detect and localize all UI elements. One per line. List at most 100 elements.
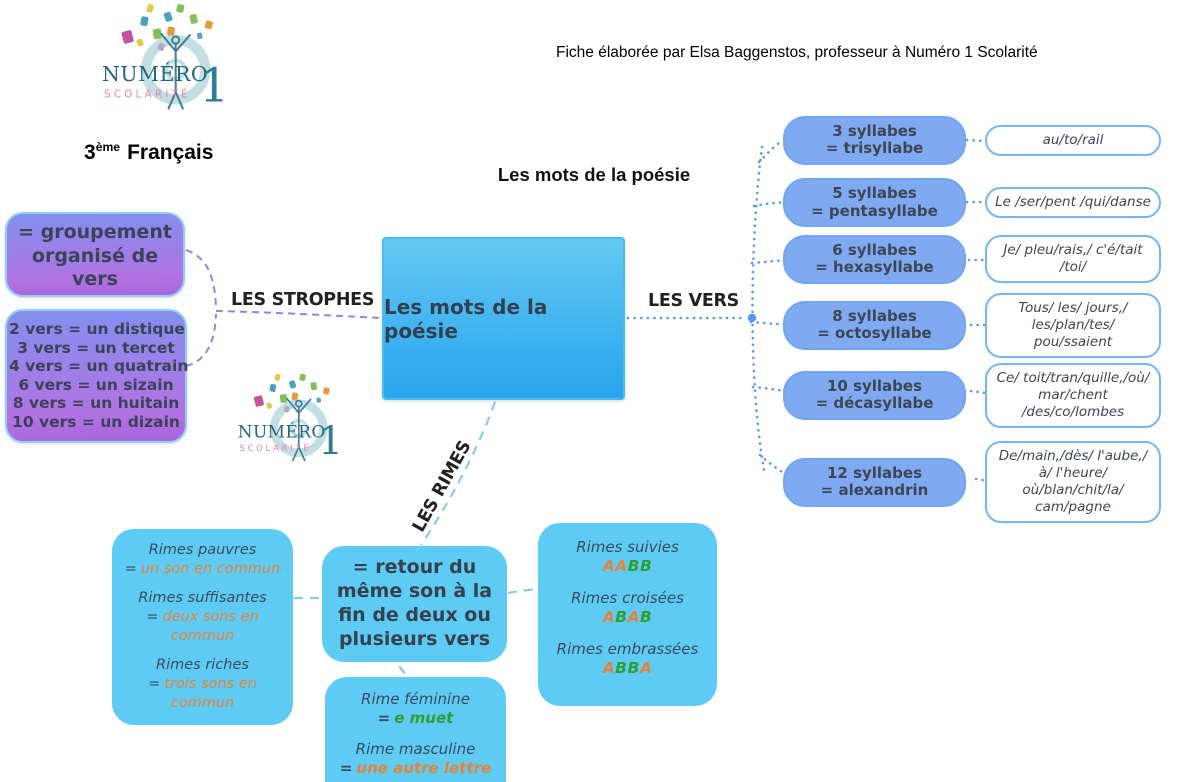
rime-quality: Rimes riches =trois sons en commun: [116, 656, 289, 713]
example-line: mar/chent: [1038, 386, 1108, 403]
rime-gender: Rime féminine=e muet: [329, 690, 502, 728]
logo-subtitle: SCOLARITÉ: [104, 87, 191, 100]
example-box: De/main,/dès/ l'aube,/à/ l'heure/où/blan…: [985, 441, 1161, 523]
confetti-icon: [253, 373, 330, 413]
strophe-count: 3 vers = un tercet: [17, 338, 175, 357]
syllable-name: = trisyllabe: [825, 139, 924, 157]
rimes-definition-box: = retour du même son à la fin de deux ou…: [322, 546, 507, 662]
rime-quality-value: =trois sons en commun: [148, 676, 257, 711]
syllable-name: = octosyllabe: [817, 324, 932, 342]
syllable-box: 5 syllabes= pentasyllabe: [783, 178, 966, 227]
strophe-count: 10 vers = un dizain: [12, 412, 180, 431]
vers-rows: 3 syllabes= trisyllabe au/to/rail 5 syllab…: [783, 0, 1182, 560]
central-topic-box: Les mots de la poésie: [382, 237, 625, 400]
stick-figure-icon: [160, 32, 192, 110]
course-level: 3: [84, 141, 96, 164]
syllable-box: 12 syllabes= alexandrin: [783, 457, 966, 507]
example-line: /des/co/lombes: [1021, 403, 1125, 420]
credit-line: Fiche élaborée par Elsa Baggenstos, prof…: [556, 44, 1038, 61]
vers-branch-label: LES VERS: [648, 291, 739, 311]
rime-quality-name: Rimes suffisantes: [138, 590, 267, 606]
syllable-name: = alexandrin: [820, 481, 929, 499]
rime-gender-value: =e muet: [377, 709, 454, 727]
numero1-logo-small: NUMÉRO 1 SCOLARITÉ: [238, 373, 343, 465]
strophes-branch-label: LES STROPHES: [231, 290, 375, 310]
rime-gender: Rime masculine=une autre lettre: [329, 740, 502, 778]
logo-wordmark: NUMÉRO: [102, 62, 208, 86]
syllable-box: 6 syllabes= hexasyllabe: [783, 234, 966, 284]
rime-quality-value: =un son en commun: [124, 561, 281, 577]
example-line: au/to/rail: [1042, 131, 1104, 148]
example-line: Tous/ les/ jours,/: [1018, 299, 1128, 316]
strophe-count: 8 vers = un huitain: [12, 394, 180, 413]
rime-quality: Rimes suffisantes =deux sons en commun: [116, 589, 289, 646]
rime-scheme-pattern: AABB: [602, 557, 653, 575]
page-title: Les mots de la poésie: [497, 164, 691, 185]
rime-gender-name: Rime féminine: [361, 690, 470, 708]
course-title: 3ème Français: [84, 140, 213, 165]
numero1-logo: NUMÉRO 1 SCOLARITÉ: [102, 4, 229, 113]
example-line: Le /ser/pent /qui/danse: [995, 194, 1151, 210]
logo-number: 1: [199, 58, 229, 113]
syllable-count: 10 syllabes: [826, 376, 923, 395]
example-line: Je/ pleu/rais,/ c'é/tait: [1003, 242, 1143, 258]
rime-quality: Rimes pauvres =un son en commun: [116, 541, 289, 579]
example-line: pou/ssaient: [1033, 333, 1113, 350]
syllable-name: = hexasyllabe: [815, 258, 934, 276]
rime-quality-value: =deux sons en commun: [146, 609, 259, 644]
syllable-box: 3 syllabes= trisyllabe: [783, 115, 966, 165]
rime-scheme-name: Rimes croisées: [571, 589, 684, 607]
strophes-definition-box: = groupement organisé de vers: [5, 212, 185, 297]
vers-row: 10 syllabes= décasyllabe Ce/ toit/tran/qu…: [783, 361, 1168, 429]
vers-row: 5 syllabes= pentasyllabe Le /ser/pent /qu…: [783, 178, 1168, 227]
example-box: Ce/ toit/tran/quille,/où/mar/chent/des/c…: [985, 362, 1161, 428]
vers-hub-dot: [747, 313, 757, 323]
syllable-name: = pentasyllabe: [811, 201, 938, 220]
rime-quality-name: Rimes riches: [156, 657, 249, 673]
vers-row: 8 syllabes= octosyllabe Tous/ les/ jours,…: [783, 289, 1168, 361]
syllable-count: 8 syllabes: [832, 306, 917, 325]
rime-scheme-pattern: ABAB: [602, 608, 653, 626]
vers-row: 12 syllabes= alexandrin De/main,/dès/ l'a…: [783, 433, 1168, 531]
rime-scheme-name: Rimes embrassées: [556, 640, 699, 658]
example-line: les/plan/tes/: [1031, 316, 1115, 333]
syllable-box: 10 syllabes= décasyllabe: [783, 370, 966, 420]
syllable-name: = décasyllabe: [815, 394, 934, 412]
logo-wordmark: NUMÉRO: [238, 422, 326, 442]
example-line: De/main,/dès/ l'aube,/: [998, 448, 1148, 464]
example-box: Je/ pleu/rais,/ c'é/tait/toi/: [985, 235, 1161, 283]
syllable-count: 6 syllabes: [832, 240, 917, 259]
course-level-suffix: ème: [95, 140, 121, 154]
example-line: Ce/ toit/tran/quille,/où/: [996, 369, 1150, 386]
logo-subtitle: SCOLARITÉ: [239, 442, 311, 453]
strophe-count: 2 vers = un distique: [9, 320, 185, 338]
example-box: Tous/ les/ jours,/les/plan/tes/pou/ssaie…: [985, 292, 1161, 358]
logo-number: 1: [318, 420, 343, 465]
stick-figure-icon: [286, 397, 312, 462]
syllable-count: 5 syllabes: [832, 184, 917, 202]
rimes-branch-label: LES RIMES: [409, 437, 476, 536]
rime-quality-name: Rimes pauvres: [148, 542, 257, 558]
syllable-count: 12 syllabes: [826, 463, 923, 482]
example-line: à/ l'heure/: [1038, 465, 1108, 481]
example-line: /toi/: [1059, 259, 1087, 275]
syllable-box: 8 syllabes= octosyllabe: [783, 300, 966, 350]
example-box: au/to/rail: [985, 124, 1161, 156]
rime-gender-name: Rime masculine: [355, 740, 476, 758]
vers-row: 6 syllabes= hexasyllabe Je/ pleu/rais,/ c…: [783, 229, 1168, 289]
syllable-count: 3 syllabes: [832, 121, 917, 140]
rime-gender-value: =une autre lettre: [339, 759, 492, 777]
strophe-count: 4 vers = un quatrain: [9, 357, 189, 376]
example-line: cam/pagne: [1035, 499, 1111, 515]
course-subject: Français: [127, 141, 214, 164]
rime-scheme-name: Rimes suivies: [576, 538, 679, 556]
strophe-count: 6 vers = un sizain: [18, 375, 174, 394]
